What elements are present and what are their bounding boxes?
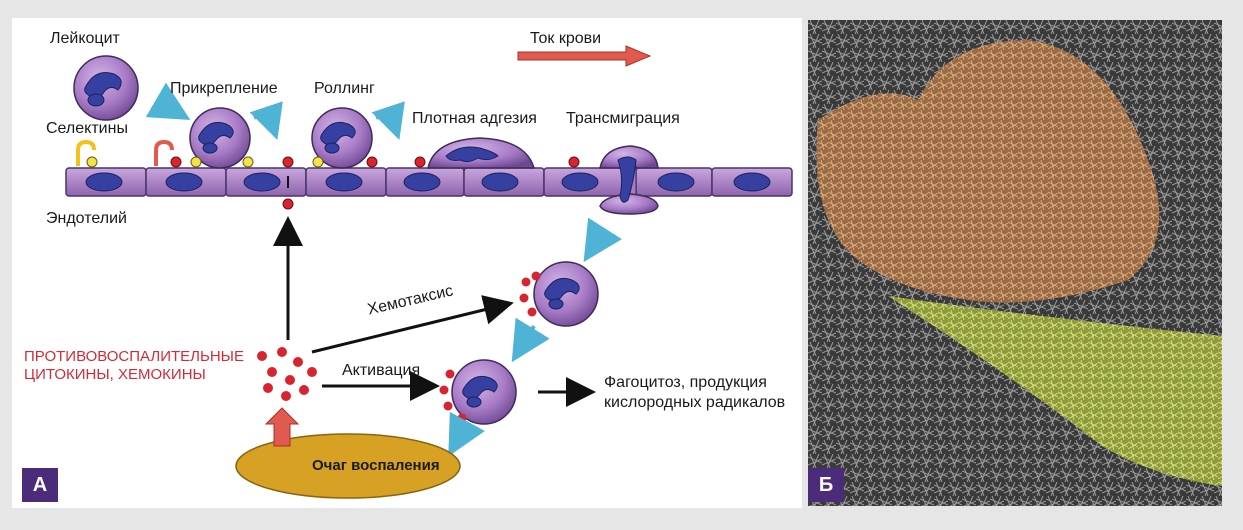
cytokine-cluster [257,347,317,401]
label-cytokines-line2: ЦИТОКИНЫ, ХЕМОКИНЫ [24,366,206,383]
leukocyte-chemotaxis [519,261,599,327]
blue-arrow [583,217,622,263]
label-endothelium: Эндотелий [46,210,127,227]
leukocyte-sem [816,40,1160,303]
leukocyte-free [73,55,139,121]
blue-arrow [145,82,191,121]
blue-arrow [448,411,485,457]
leukocyte-activation [439,359,517,425]
label-rolling: Роллинг [314,80,375,97]
panel-badge-a: А [22,468,58,502]
label-attachment: Прикрепление [170,80,278,97]
endothelial-nucleus [325,172,363,192]
inflammation-focus [235,433,461,499]
chemotaxis-arrow [311,295,514,354]
leukocyte-attachment [189,107,251,169]
panel-a [12,18,802,508]
label-activation: Активация [342,362,421,379]
label-phagocytosis-line2: кислородных радикалов [604,394,786,411]
endothelial-nucleus [243,172,281,192]
rotation-arrow [249,101,283,140]
label-inflammation-focus: Очаг воспаления [312,457,440,474]
leukocyte-transmigration [599,145,659,215]
label-blood-flow: Ток крови [530,30,602,47]
leukocyte-tight-adhesion [427,137,535,169]
endothelial-nucleus [561,172,599,192]
endothelial-nucleus [481,172,519,192]
endothelial-nucleus [165,172,203,192]
endothelial-nucleus [733,172,771,192]
endothelial-nucleus [657,172,695,192]
endothelial-nucleus [403,172,441,192]
endothelial-nucleus [85,172,123,192]
label-selectins: Селектины [46,120,128,137]
label-cytokines-line1: ПРОТИВОВОСПАЛИТЕЛЬНЫЕ [24,348,244,365]
label-phagocytosis-line1: Фагоцитоз, продукция [604,374,767,391]
label-tight-adhesion: Плотная адгезия [412,110,537,127]
blood-flow-arrow [517,45,652,67]
blue-arrow [511,317,550,363]
endothelium-layer [65,167,793,197]
label-leukocyte: Лейкоцит [50,30,120,47]
red-up-arrow [264,407,300,447]
label-transmigration: Трансмиграция [566,110,680,127]
micrograph-panel-b [808,20,1222,506]
panel-badge-b: Б [808,468,844,502]
selectins [76,139,580,168]
rotation-arrow [371,101,405,140]
erythrocyte-sem [888,296,1222,486]
